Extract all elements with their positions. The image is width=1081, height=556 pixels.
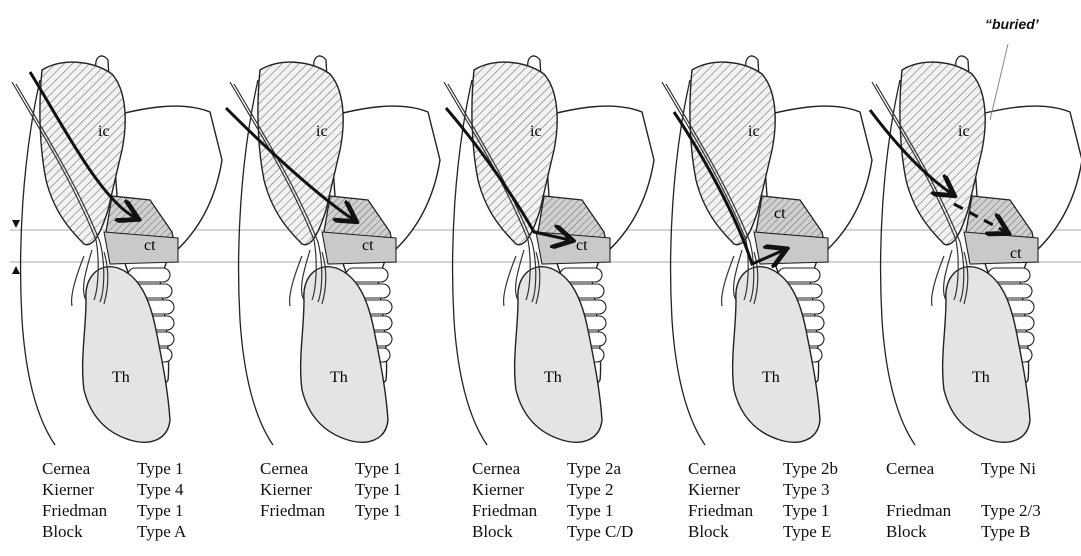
ic-label: ic	[958, 123, 970, 140]
ic-label: ic	[748, 123, 760, 140]
ct-label: ct	[362, 237, 374, 254]
ct-label: ct	[144, 237, 156, 254]
panel-3: ic ct Th	[444, 56, 654, 445]
th-label: Th	[544, 369, 562, 386]
panel-4: ic ct Th	[662, 56, 872, 445]
th-label: Th	[112, 369, 130, 386]
ic-label: ic	[316, 123, 328, 140]
panel-2: ic ct Th	[226, 56, 440, 445]
table-row	[886, 479, 1041, 500]
panel-5: ic ct Th	[870, 44, 1081, 445]
table-row	[260, 521, 402, 542]
ct-label: ct	[1010, 245, 1022, 262]
th-label: Th	[330, 369, 348, 386]
ic-label: ic	[98, 123, 110, 140]
ct-label: ct	[576, 237, 588, 254]
buried-annotation: “buried’	[985, 16, 1039, 32]
ct-label: ct	[774, 205, 786, 222]
panel-1: ic ct Th	[12, 56, 222, 445]
th-label: Th	[762, 369, 780, 386]
ic-label: ic	[530, 123, 542, 140]
th-label: Th	[972, 369, 990, 386]
